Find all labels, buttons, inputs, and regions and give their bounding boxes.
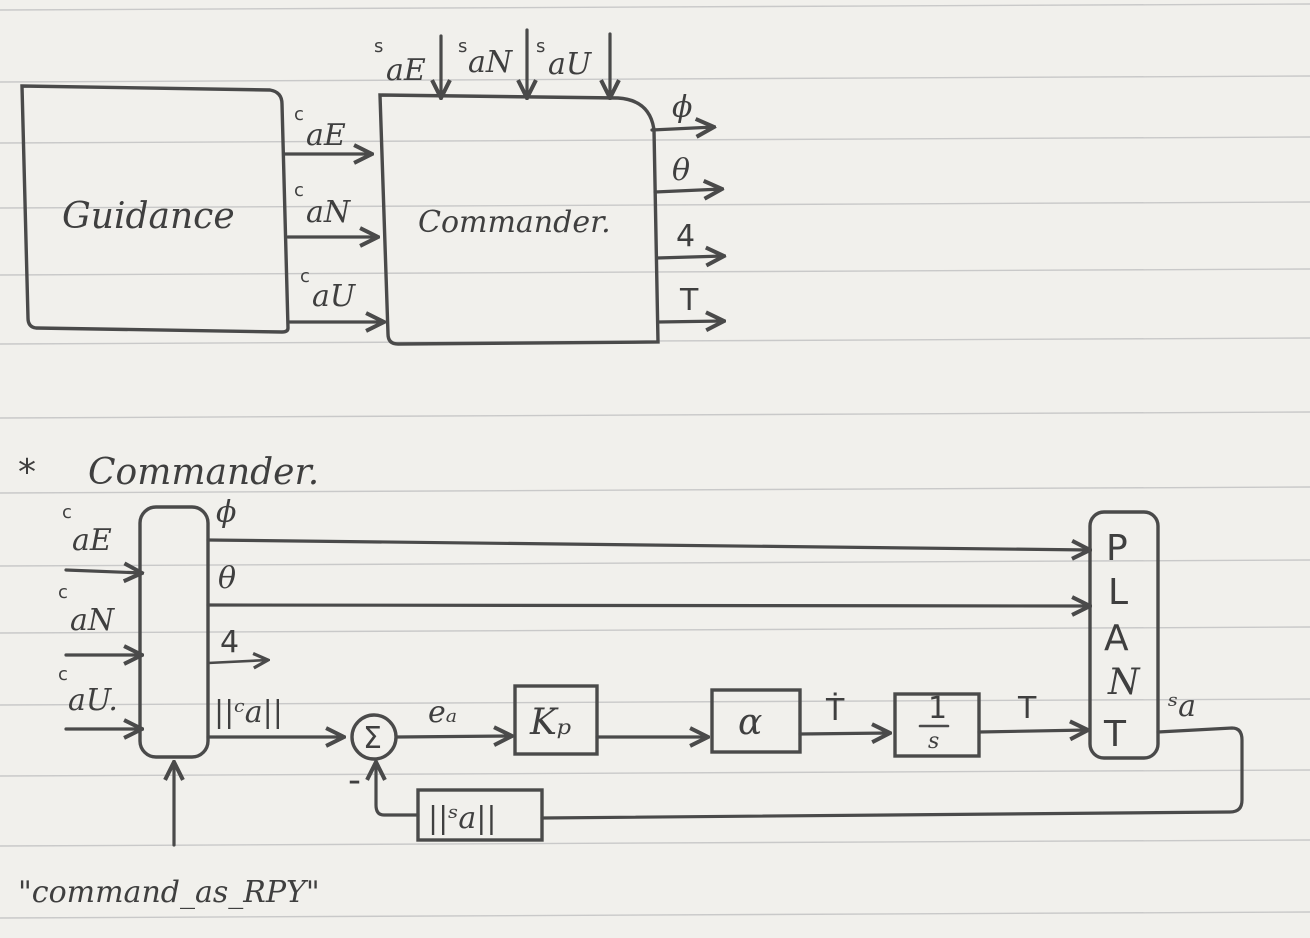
label-s-aE: aE	[386, 53, 426, 88]
label-s-aN: aN	[468, 45, 514, 80]
norm-s-label: ||ˢa||	[428, 801, 496, 836]
plant-letter-4: N	[1107, 662, 1141, 703]
label-b-psi: 4	[220, 625, 239, 660]
alpha-block	[710, 688, 802, 754]
label-out-phi: ϕ	[672, 90, 692, 125]
plant-letter-1: P	[1106, 528, 1128, 569]
feedback-path	[540, 726, 1244, 820]
label-c-aN: aN	[306, 195, 352, 230]
plant-letter-3: A	[1104, 618, 1129, 659]
label-c-aE: aE	[306, 118, 346, 153]
label-out-psi: 4	[676, 219, 695, 254]
sensor-inputs: s aE s aN s aU	[374, 28, 610, 98]
label-norm-c: ||ᶜa||	[214, 695, 283, 730]
sup-s-1: s	[374, 36, 383, 57]
arrow-tdot	[798, 733, 890, 734]
label-b-theta: θ	[218, 561, 236, 596]
alpha-label: α	[738, 702, 762, 743]
guidance-block: Guidance	[20, 84, 290, 334]
label-out-T: T	[679, 283, 699, 318]
sup-c-b2: c	[58, 582, 68, 603]
arrow-T	[977, 730, 1088, 732]
sum-symbol: Σ	[363, 721, 382, 756]
label-out-theta: θ	[672, 153, 690, 188]
arrow-ea	[395, 736, 512, 737]
arrow-b-aE	[64, 570, 142, 573]
sup-c-3: c	[300, 266, 310, 287]
arrow-out-T	[656, 321, 724, 322]
plant-letter-2: L	[1108, 572, 1128, 613]
plant-letter-5: T	[1103, 714, 1127, 755]
heading-star: *	[18, 452, 36, 493]
label-ea: eₐ	[428, 695, 457, 730]
bottom-inputs: c aE c aN c aU.	[58, 502, 142, 729]
kp-label: Kₚ	[529, 702, 571, 743]
mode-label: "command_as_RPY"	[18, 875, 320, 910]
sup-s-2: s	[458, 36, 467, 57]
label-b-aE: aE	[72, 523, 112, 558]
integ-num: 1	[928, 691, 947, 726]
arrow-b-theta	[206, 605, 1090, 606]
mode-input: "command_as_RPY"	[18, 762, 320, 910]
guidance-output-labels: c aE c aN c aU	[294, 104, 357, 314]
minus-sign: -	[348, 760, 361, 801]
arrow-out-theta	[653, 189, 722, 192]
thrust-loop: ||ᶜa|| Σ - eₐ Kₚ α Ṫ 1 s T P L A N T ˢa …	[206, 510, 1244, 842]
label-sa: ˢa	[1168, 689, 1196, 724]
label-s-aU: aU	[548, 47, 593, 82]
commander-outputs: ϕ θ 4 T	[650, 90, 724, 322]
label-T: T	[1017, 691, 1037, 726]
label-tdot: Ṫ	[825, 692, 845, 728]
label-b-aU: aU.	[68, 683, 118, 718]
sup-s-3: s	[536, 36, 545, 57]
feedback-to-sum	[376, 762, 420, 817]
guidance-to-commander-arrows	[283, 154, 384, 322]
bottom-attitude-lines: ϕ θ 4	[206, 495, 1090, 663]
label-c-aU: aU	[312, 279, 357, 314]
sup-c-b3: c	[58, 664, 68, 685]
arrow-b-phi	[206, 538, 1090, 550]
integrator-block	[893, 692, 981, 758]
commander-heading: * Commander.	[18, 452, 319, 493]
guidance-label: Guidance	[62, 196, 235, 237]
commander-bar	[138, 505, 210, 759]
sup-c-1: c	[294, 104, 304, 125]
commander-label: Commander.	[418, 205, 611, 240]
arrow-b-psi	[206, 660, 268, 663]
kp-block	[513, 684, 599, 756]
arrow-out-psi	[655, 256, 724, 258]
plant-block	[1088, 510, 1160, 760]
commander-block: Commander.	[378, 93, 660, 346]
label-b-aN: aN	[70, 603, 116, 638]
heading-text: Commander.	[88, 452, 319, 493]
sup-c-b1: c	[62, 502, 72, 523]
label-b-phi: ϕ	[216, 495, 236, 530]
arrow-out-phi	[650, 127, 714, 130]
integ-den: s	[928, 729, 939, 754]
sup-c-2: c	[294, 180, 304, 201]
